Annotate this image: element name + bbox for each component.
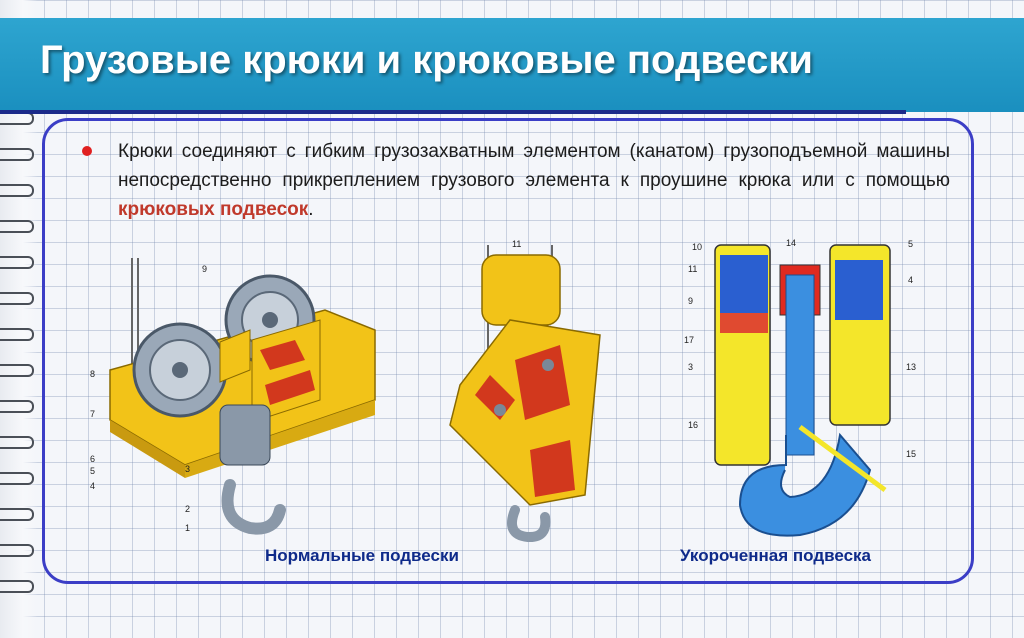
spiral-ring xyxy=(0,508,34,521)
spiral-ring xyxy=(0,148,34,161)
callout-label: 9 xyxy=(202,264,207,274)
callout-label: 17 xyxy=(684,335,694,345)
callout-label: 15 xyxy=(906,449,916,459)
bullet-text-end: . xyxy=(308,199,314,220)
callout-label: 4 xyxy=(90,481,95,491)
callout-label: 7 xyxy=(90,409,95,419)
bullet-text: Крюки соединяют с гибким грузозахватным … xyxy=(118,141,950,191)
spiral-ring xyxy=(0,472,34,485)
callout-label: 11 xyxy=(512,239,521,249)
content-frame xyxy=(42,118,974,584)
spiral-ring xyxy=(0,328,34,341)
spiral-ring xyxy=(0,436,34,449)
spiral-ring xyxy=(0,184,34,197)
spiral-ring xyxy=(0,220,34,233)
normal-suspension-figure-1: 8 7 6 5 4 3 2 1 9 xyxy=(90,258,376,535)
spiral-ring xyxy=(0,364,34,377)
callout-label: 4 xyxy=(908,275,913,285)
normal-suspension-figure-2: 11 xyxy=(449,239,601,543)
bullet-dot-icon xyxy=(82,146,92,156)
callout-label: 13 xyxy=(906,362,916,372)
title-underline xyxy=(0,110,906,114)
callout-label: 3 xyxy=(688,362,693,372)
callout-label: 8 xyxy=(90,369,95,379)
title-bar: Грузовые крюки и крюковые подвески xyxy=(0,18,1024,112)
callout-label: 14 xyxy=(786,238,796,248)
spiral-ring xyxy=(0,256,34,269)
spiral-ring xyxy=(0,400,34,413)
caption-normal: Нормальные подвески xyxy=(265,546,459,565)
callout-label: 10 xyxy=(692,242,702,252)
callout-label: 5 xyxy=(90,466,95,476)
bullet-highlight: крюковых подвесок xyxy=(118,199,309,220)
callout-label: 5 xyxy=(908,239,913,249)
callout-label: 1 xyxy=(185,523,190,533)
spiral-ring xyxy=(0,292,34,305)
callout-label: 3 xyxy=(185,464,190,474)
callout-label: 2 xyxy=(185,504,190,514)
spiral-ring xyxy=(0,580,34,593)
callout-label: 6 xyxy=(90,454,95,464)
caption-shortened: Укороченная подвеска xyxy=(680,546,871,565)
callout-label: 9 xyxy=(688,296,693,306)
spiral-ring xyxy=(0,544,34,557)
slide-title: Грузовые крюки и крюковые подвески xyxy=(40,38,813,82)
shortened-suspension-figure: 10 14 5 11 4 9 17 3 13 16 15 xyxy=(684,238,916,537)
callout-label: 16 xyxy=(688,420,698,430)
callout-label: 11 xyxy=(688,264,697,274)
bullet-paragraph: Крюки соединяют с гибким грузозахватным … xyxy=(118,137,950,224)
